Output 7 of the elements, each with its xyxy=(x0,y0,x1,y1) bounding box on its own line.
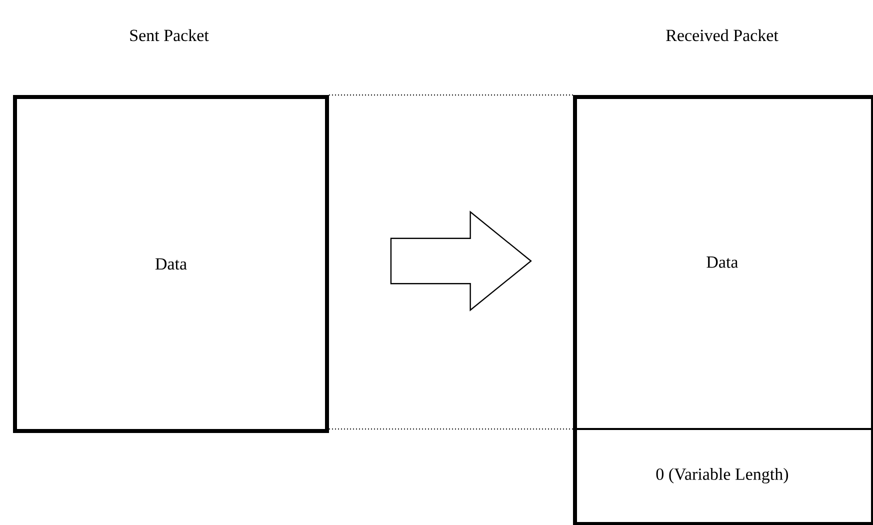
packet-title: Sent Packet xyxy=(130,29,209,42)
packet-title: Received Packet xyxy=(666,29,778,42)
packet-box: Data xyxy=(13,95,329,433)
data-field: Data xyxy=(706,256,738,268)
dotted-line xyxy=(328,428,574,430)
dotted-line xyxy=(328,94,574,96)
length-field: 0 (Variable Length) xyxy=(573,428,871,484)
